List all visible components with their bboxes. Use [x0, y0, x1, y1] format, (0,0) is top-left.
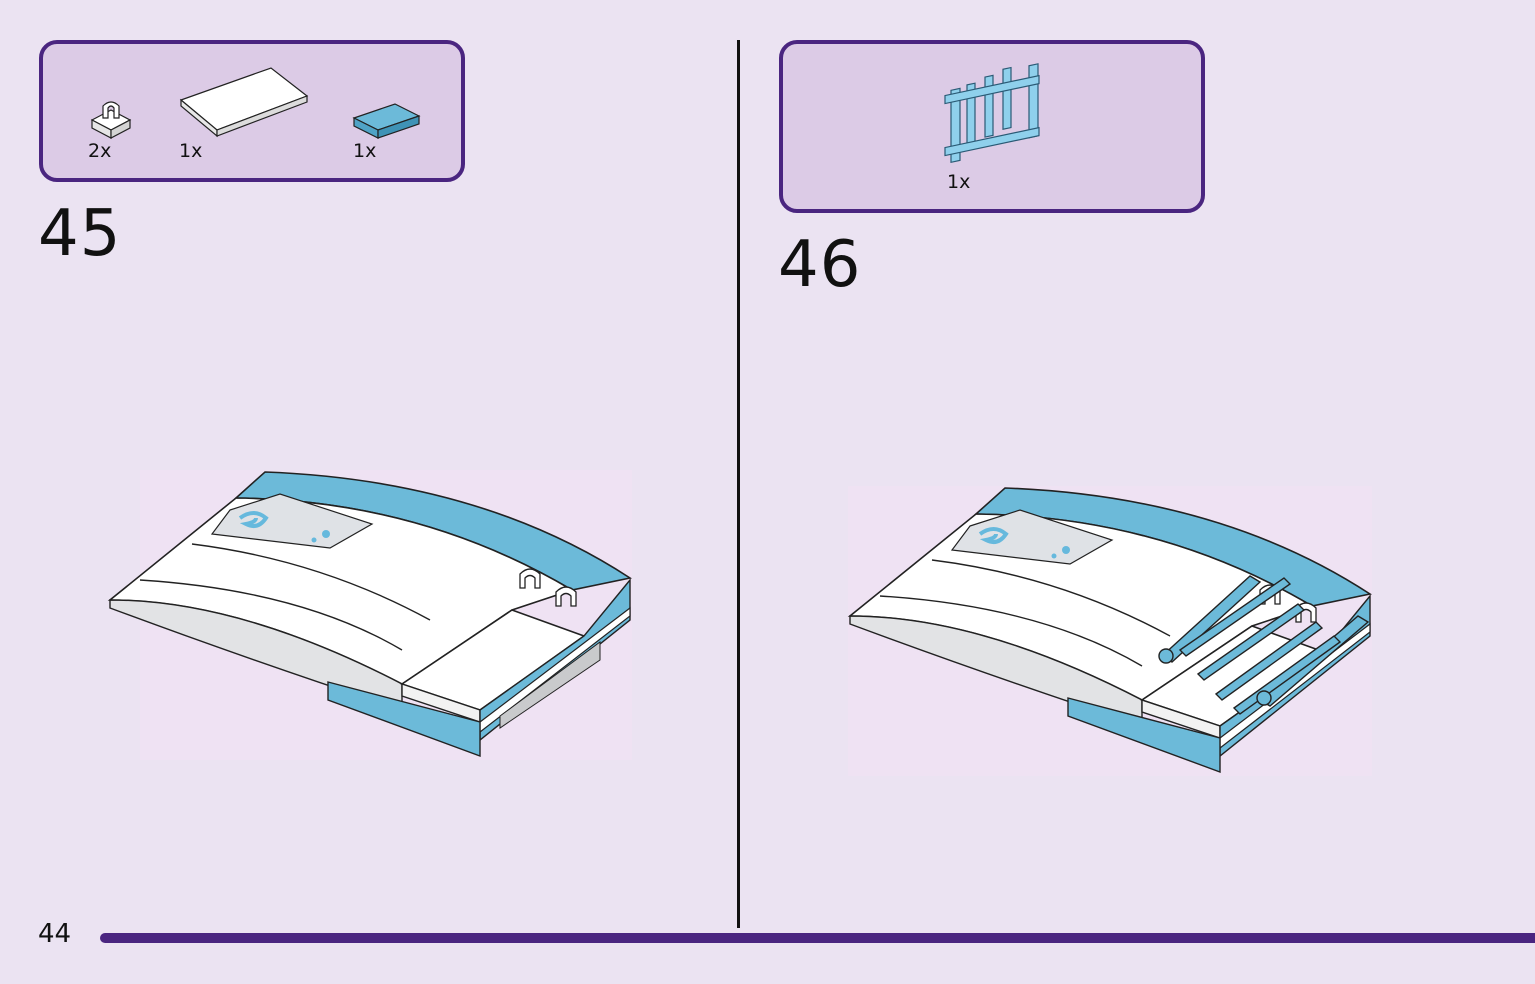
part-qty-ladder: 1x: [947, 171, 971, 193]
ladder-icon: [944, 63, 1040, 164]
step-number-46: 46: [778, 228, 862, 302]
part-qty-blue-tile: 1x: [353, 140, 377, 162]
part-qty-long-tile: 1x: [179, 140, 203, 162]
page-divider: [737, 40, 740, 928]
long-tile-icon: [179, 67, 309, 138]
blue-tile-icon: [352, 103, 421, 139]
parts-box-step-46: 1x: [779, 40, 1205, 213]
step-number-45: 45: [38, 197, 122, 271]
clip-plate-icon: [90, 101, 132, 139]
part-qty-clip-plate: 2x: [88, 140, 112, 162]
model-step-46: [847, 487, 1373, 774]
page-footer-bar: [100, 933, 1535, 943]
model-step-45: [107, 471, 633, 758]
page-number: 44: [38, 919, 72, 949]
parts-box-step-45: 2x 1x 1x: [39, 40, 465, 182]
